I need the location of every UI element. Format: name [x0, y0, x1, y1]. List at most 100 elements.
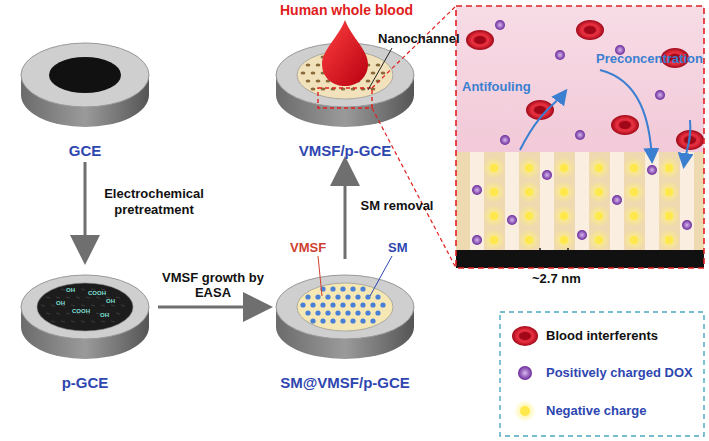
nanochannel: [505, 152, 519, 250]
dox-molecule: [472, 235, 482, 245]
negative-charge: [483, 157, 505, 179]
zoom-marker: [318, 88, 372, 108]
red-blood-cell: [466, 30, 494, 50]
legend-frame: [500, 312, 704, 436]
negative-charge: [658, 205, 680, 227]
nanochannel: [680, 152, 694, 250]
electrode-node: p-GCE: [15, 262, 155, 391]
negative-charge: [525, 164, 533, 172]
negative-charge: [560, 212, 568, 220]
blood-cells: [466, 20, 704, 245]
group-label: COOH: [88, 290, 106, 297]
legend-text: Negative charge: [546, 403, 646, 418]
negative-charge: [658, 157, 680, 179]
blood-region: [456, 6, 704, 152]
dox-molecule: [655, 90, 665, 100]
group-label: OH: [100, 312, 109, 319]
legend-rbc-icon: [512, 326, 538, 346]
red-blood-cell: [611, 115, 639, 135]
negative-charge: [595, 212, 603, 220]
negative-charge: [630, 188, 638, 196]
dox-molecule: [507, 215, 517, 225]
zoom-line: [372, 108, 456, 268]
negative-charge: [553, 157, 575, 179]
group-label: COOH: [72, 308, 90, 315]
negative-charge: [665, 164, 673, 172]
dox-molecule: [575, 130, 585, 140]
legend-rbc-icon: [519, 332, 531, 340]
nanochannel: [610, 152, 624, 250]
step-label: SM removal: [352, 198, 442, 214]
negative-charge: [588, 157, 610, 179]
negative-charge: [658, 181, 680, 203]
legend-dox-icon: [518, 366, 532, 380]
process-arrow: [158, 306, 267, 309]
electrode-base: [456, 250, 704, 268]
negative-charge: [630, 236, 638, 244]
nanochannel: [540, 152, 554, 250]
negative-charge: [595, 236, 603, 244]
negative-charge: [595, 188, 603, 196]
negative-charge: [553, 229, 575, 251]
electrode-label: GCE: [15, 142, 155, 159]
negative-charge: [588, 205, 610, 227]
zoom-line: [372, 6, 456, 88]
electrode-label: SM@VMSF/p-GCE: [270, 374, 420, 391]
negative-charge: [553, 205, 575, 227]
group-label: OH: [56, 300, 65, 307]
antifouling-arrow: [520, 92, 565, 150]
step-label: Electrochemical pretreatment: [94, 186, 214, 217]
dox-molecule: [577, 230, 587, 240]
annotation: ~2.7 nm: [532, 272, 581, 287]
group-label: OH: [106, 298, 115, 305]
negative-charge: [518, 229, 540, 251]
negative-charge: [560, 164, 568, 172]
pore-width-bracket: [540, 248, 568, 258]
negative-charge: [630, 164, 638, 172]
negative-charge: [490, 236, 498, 244]
process-arrow: [344, 162, 347, 259]
negative-charge: [518, 157, 540, 179]
negative-charge: [560, 236, 568, 244]
preconcentration-arrow: [600, 70, 652, 160]
negative-charge: [518, 205, 540, 227]
negative-charge: [665, 236, 673, 244]
electrode-node: SM@VMSF/p-GCE: [270, 262, 420, 391]
preconcentration-arrow: [684, 120, 690, 165]
electrode-icon: [270, 262, 420, 372]
legend-charge-icon: [514, 400, 536, 422]
negative-charge: [623, 229, 645, 251]
zoom-frame: [456, 6, 704, 268]
annotation: Nanochannel: [378, 32, 460, 47]
process-arrow: [84, 162, 87, 259]
negative-charge: [588, 181, 610, 203]
electrode-label: p-GCE: [15, 374, 155, 391]
sm-leader: [370, 256, 392, 296]
annotation: Preconcentration: [596, 52, 703, 67]
blood-drop: [322, 20, 368, 86]
negative-charge: [490, 164, 498, 172]
negative-charge: [588, 229, 610, 251]
negative-charge: [658, 229, 680, 251]
legend-charge-icon: [520, 406, 530, 416]
negative-charge: [623, 205, 645, 227]
red-blood-cell: [576, 20, 604, 40]
legend-text: Blood interferents: [546, 328, 658, 343]
negative-charge: [490, 212, 498, 220]
negative-charge: [518, 181, 540, 203]
red-blood-cell: [584, 26, 596, 34]
negative-charge: [595, 164, 603, 172]
annotation: VMSF: [290, 241, 326, 256]
dox-molecule: [472, 185, 482, 195]
negative-charge: [553, 181, 575, 203]
step-label: VMSF growth by EASA: [160, 270, 266, 301]
dox-molecule: [647, 165, 657, 175]
negative-charge: [483, 181, 505, 203]
negative-charge: [483, 229, 505, 251]
negative-charge: [665, 188, 673, 196]
negative-charge: [630, 212, 638, 220]
nanochannel: [575, 152, 589, 250]
nanochannels: [470, 152, 694, 251]
negative-charge: [490, 188, 498, 196]
dox-molecule: [555, 50, 565, 60]
